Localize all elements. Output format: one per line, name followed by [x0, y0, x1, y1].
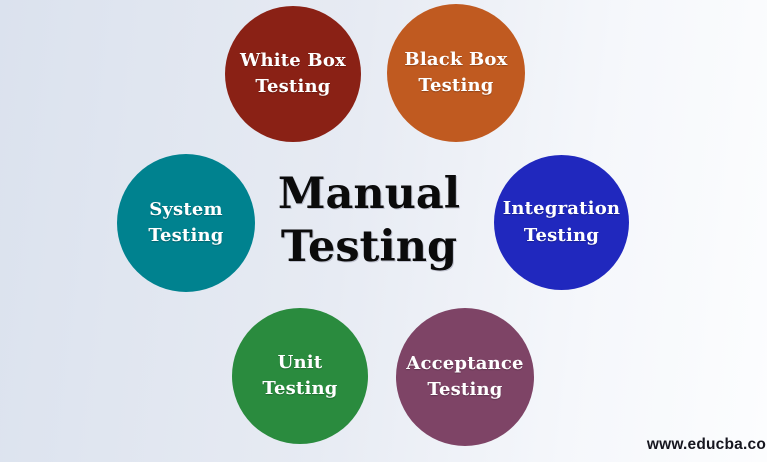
node-integration-testing: Integration Testing	[494, 155, 629, 290]
node-unit-testing: Unit Testing	[232, 308, 368, 444]
diagram-title-line2: Testing	[280, 222, 458, 273]
node-label-line2: Testing	[427, 379, 503, 400]
node-label-line2: Testing	[418, 75, 494, 96]
node-label-line2: Testing	[255, 76, 331, 97]
node-label-line1: Integration	[502, 198, 621, 220]
educba-watermark: www.educba.co	[646, 436, 766, 453]
node-system-testing: System Testing	[117, 154, 255, 292]
node-white-box-testing: White Box Testing	[225, 6, 361, 142]
diagram-title: Manual Testing	[240, 168, 498, 275]
node-black-box-testing: Black Box Testing	[387, 4, 525, 142]
node-label-line1: Black Box	[404, 48, 508, 70]
node-acceptance-testing: Acceptance Testing	[396, 308, 534, 446]
node-label-line2: Testing	[523, 224, 600, 246]
node-label-line1: White Box	[240, 49, 346, 71]
node-label-line2: Testing	[262, 378, 338, 399]
node-label-line1: Unit	[277, 351, 323, 373]
diagram-title-line1: Manual	[277, 169, 461, 219]
node-label-line1: Acceptance	[406, 352, 524, 374]
node-label-line1: System	[149, 198, 223, 220]
node-label-line2: Testing	[148, 225, 224, 246]
